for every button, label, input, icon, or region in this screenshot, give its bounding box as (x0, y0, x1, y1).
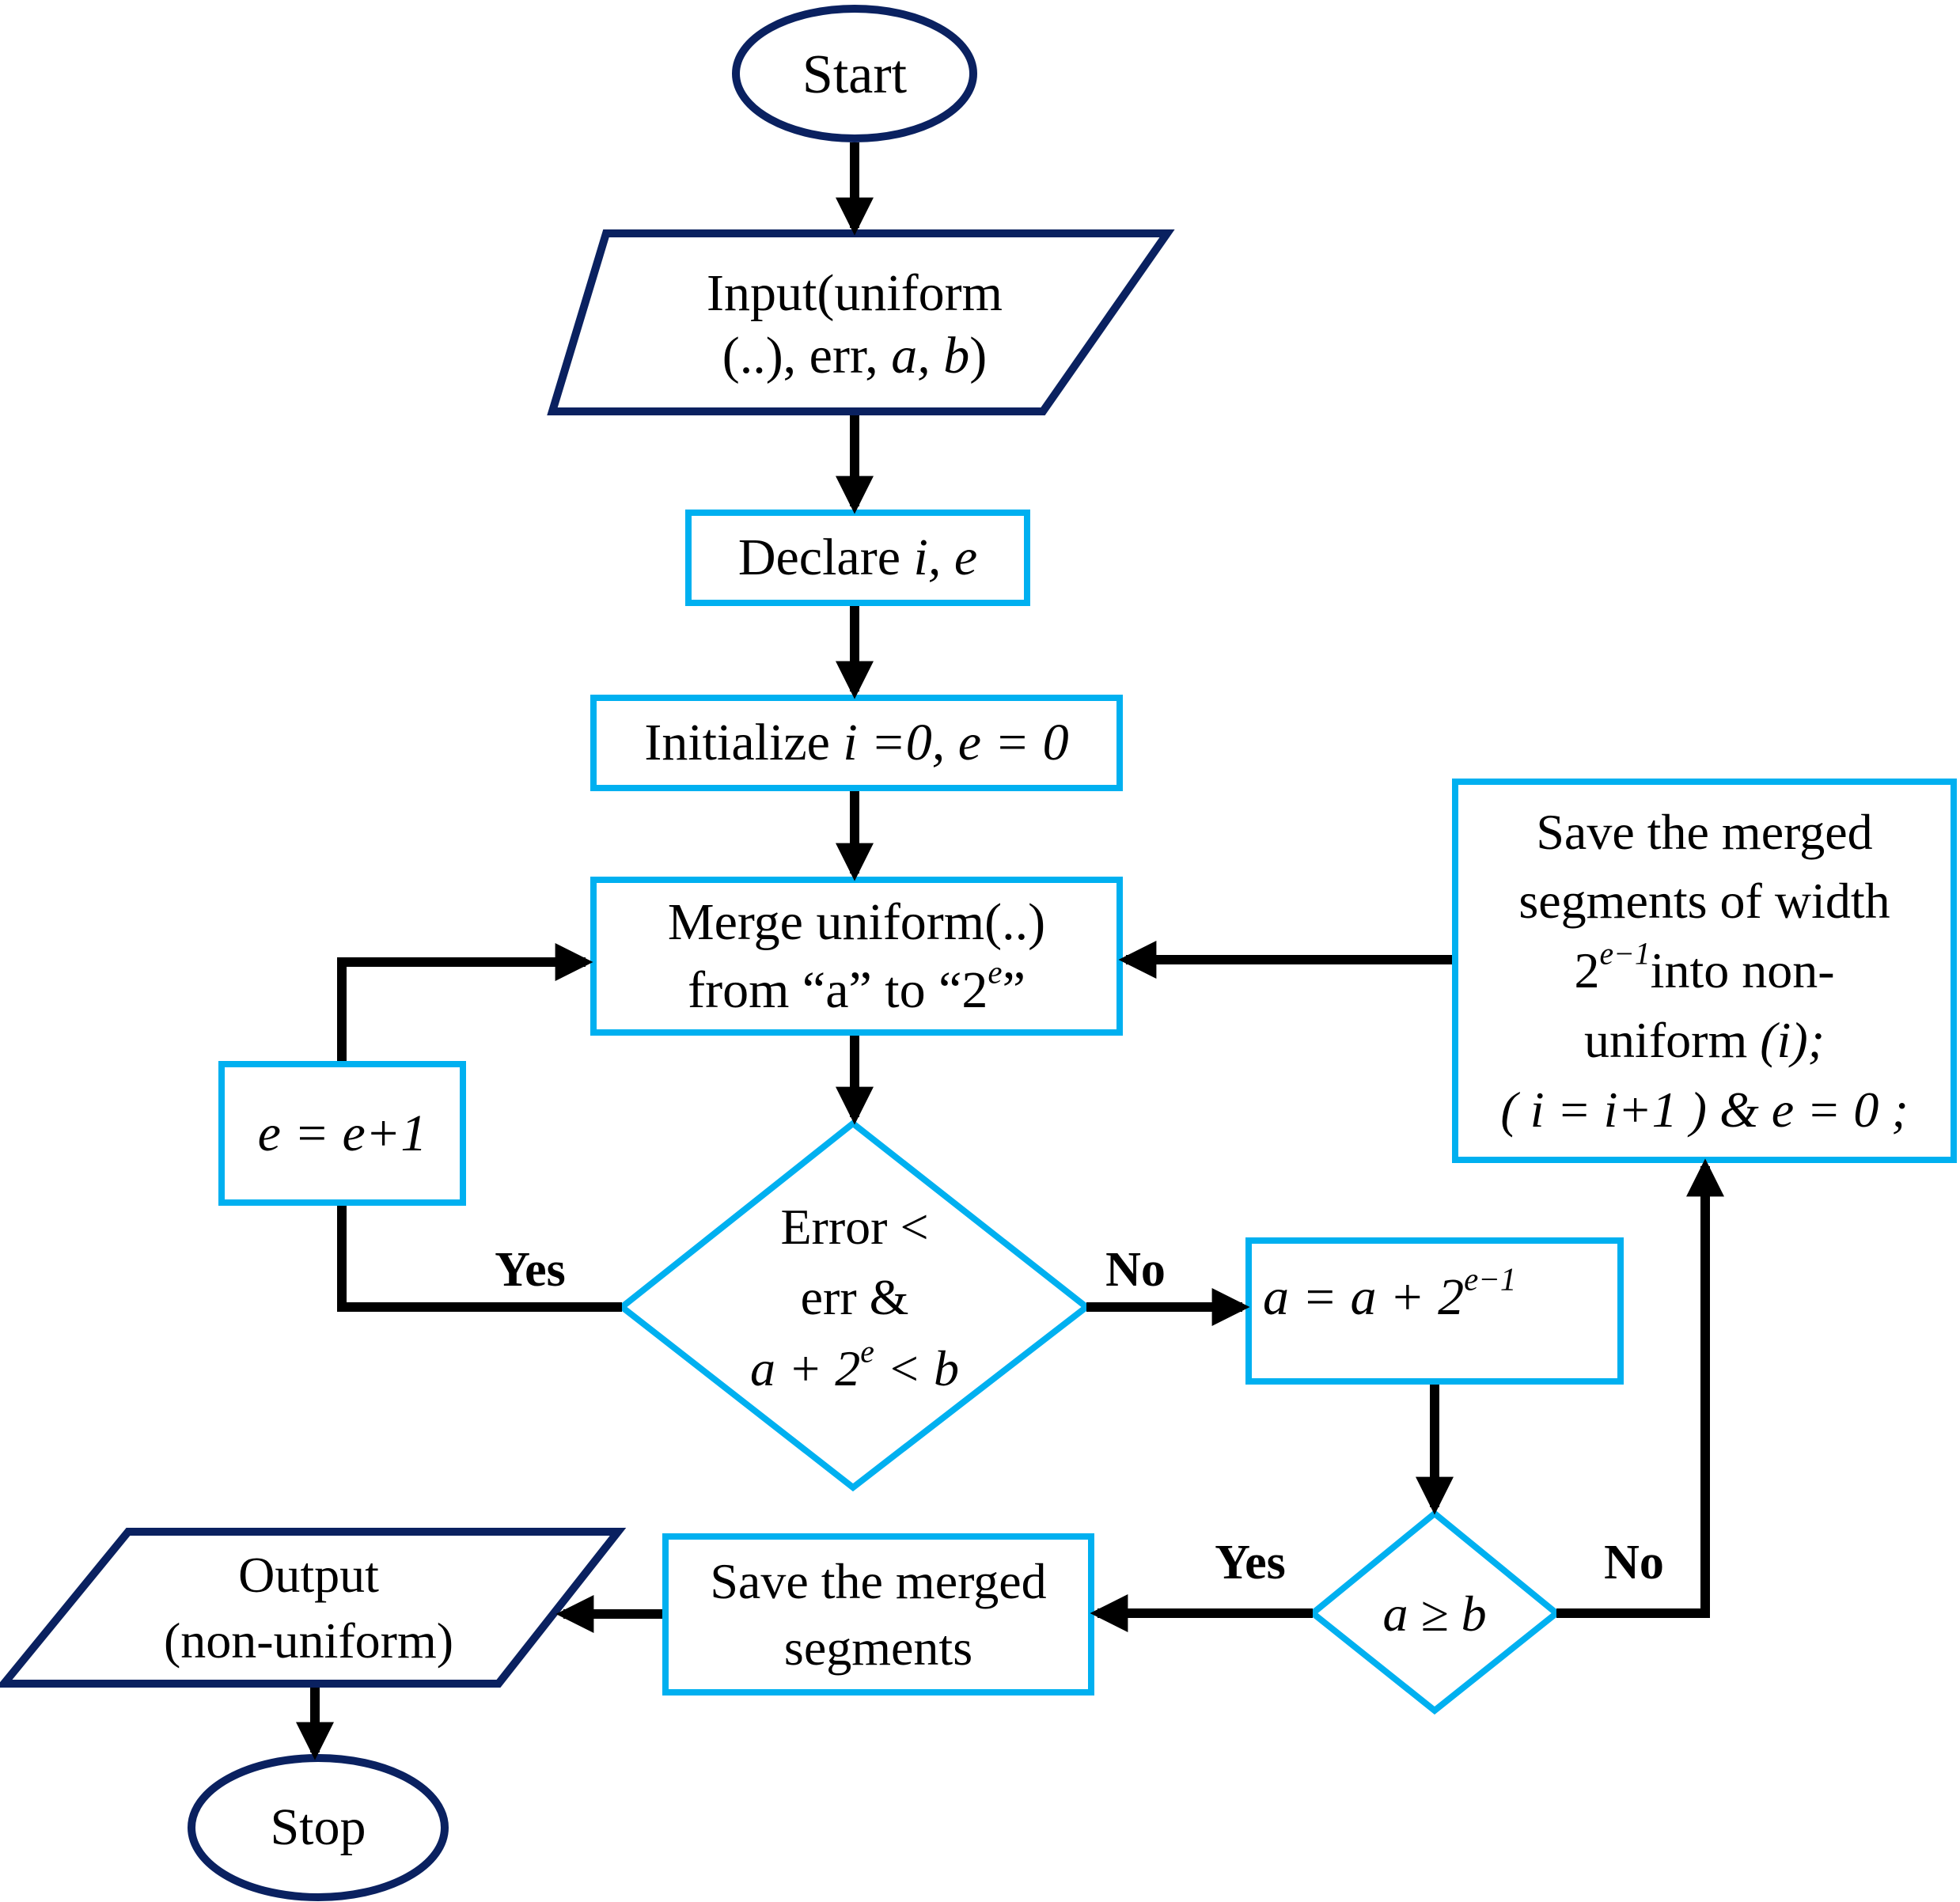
merge-line2-sup: e (988, 953, 1003, 990)
save-segments-line1: Save the merged (710, 1553, 1047, 1610)
declare-box (685, 510, 1030, 606)
input-line2-prefix: (..), err, (722, 327, 892, 385)
save-nonuniform-line5: ( i = i+1 ) & e = 0 ; (1500, 1081, 1909, 1138)
update-a-sup: e−1 (1464, 1261, 1517, 1298)
error-decision-line1: Error < (780, 1198, 929, 1255)
increment-e-label: e = e+1 (222, 1064, 463, 1203)
merge-line1: Merge uniform(..) (667, 892, 1046, 951)
output-label: Output (non-uniform) (87, 1540, 530, 1676)
save-segments-line2: segments (783, 1619, 973, 1676)
save-nonuniform-line3-base: 2 (1574, 942, 1600, 999)
output-parallelogram (0, 1528, 627, 1688)
input-line2-suffix: ) (969, 327, 988, 385)
error-decision-line3: a + 2e < b (750, 1333, 959, 1404)
merge-line2-suffix: ” (1002, 960, 1025, 1019)
ab-yes-text: Yes (1215, 1535, 1286, 1589)
initialize-expr: i =0, e = 0 (843, 714, 1069, 772)
increment-e-text: e = e+1 (257, 1104, 427, 1162)
error-decision-line2: err & (800, 1269, 909, 1326)
save-nonuniform-line4: uniform (i); (1584, 1006, 1825, 1075)
input-line2: (..), err, a, b) (722, 324, 988, 387)
input-line1: Input(uniform (707, 263, 1003, 322)
save-nonuniform-line3-sup: e−1 (1599, 936, 1651, 972)
initialize-prefix: Initialize (644, 714, 844, 772)
update-a-prefix: a = a + 2 (1263, 1268, 1465, 1327)
edge-label-error-no: No (1080, 1238, 1191, 1301)
error-yes-text: Yes (495, 1242, 566, 1297)
save-nonuniform-label: Save the merged segments of width 2e−1in… (1455, 782, 1954, 1160)
arrow-increment-to-merge (337, 943, 593, 1061)
arrow-yes-loop-to-increment (337, 1206, 622, 1312)
input-line2-vars: a, b (891, 327, 970, 385)
output-line2: (non-uniform) (163, 1612, 454, 1669)
error-no-text: No (1105, 1242, 1166, 1297)
ab-no-text: No (1604, 1535, 1664, 1589)
merge-line2-prefix: from “a” to “2 (688, 960, 988, 1019)
ab-decision-diamond (1307, 1509, 1562, 1715)
save-segments-box (662, 1533, 1094, 1696)
save-nonuniform-line4-prefix: uniform (1584, 1011, 1761, 1068)
initialize-label: Initialize i =0, e = 0 (593, 698, 1120, 788)
update-a-label: a = a + 2e−1 (1249, 1258, 1621, 1337)
save-nonuniform-line2: segments of width (1518, 873, 1890, 930)
increment-e-box (218, 1061, 466, 1206)
output-line1: Output (238, 1546, 379, 1603)
stop-label: Stop (207, 1784, 429, 1871)
error-decision-label: Error < err & a + 2e < b (696, 1187, 1013, 1408)
edge-label-error-yes: Yes (475, 1238, 586, 1301)
start-label: Start (736, 32, 973, 119)
save-nonuniform-line4-var: (i); (1760, 1011, 1825, 1068)
start-terminal (732, 5, 977, 142)
merge-line2: from “a” to “2e” (688, 953, 1025, 1025)
start-text: Start (802, 44, 908, 105)
error-decision-line3-prefix: a + 2 (750, 1339, 861, 1396)
error-decision-line3-suffix: < b (874, 1339, 959, 1396)
update-a-text: a = a + 2e−1 (1263, 1264, 1516, 1328)
ab-decision-label: a ≥ b (1355, 1574, 1514, 1654)
declare-vars: i, e (913, 529, 978, 587)
save-nonuniform-line3: 2e−1into non- (1574, 936, 1834, 1006)
save-nonuniform-line1: Save the merged (1536, 803, 1873, 860)
input-parallelogram (547, 229, 1175, 415)
input-label: Input(uniform (..), err, a, b) (601, 249, 1108, 400)
update-a-box (1245, 1237, 1624, 1385)
error-decision-line3-sup: e (860, 1334, 874, 1370)
ab-decision-text: a ≥ b (1382, 1585, 1487, 1642)
save-nonuniform-line3-suffix: into non- (1650, 942, 1835, 999)
declare-prefix: Declare (737, 529, 914, 587)
initialize-text: Initialize i =0, e = 0 (644, 711, 1068, 774)
edge-label-ab-yes: Yes (1195, 1531, 1306, 1594)
merge-label: Merge uniform(..) from “a” to “2e” (593, 880, 1120, 1032)
declare-label: Declare i, e (688, 513, 1027, 603)
edge-label-ab-no: No (1579, 1531, 1689, 1594)
arrow-ab-no-to-save-nonuniform (1556, 1158, 1724, 1618)
error-decision-diamond (616, 1119, 1092, 1492)
declare-text: Declare i, e (738, 526, 977, 589)
save-segments-label: Save the merged segments (665, 1536, 1091, 1692)
stop-text: Stop (270, 1798, 366, 1857)
